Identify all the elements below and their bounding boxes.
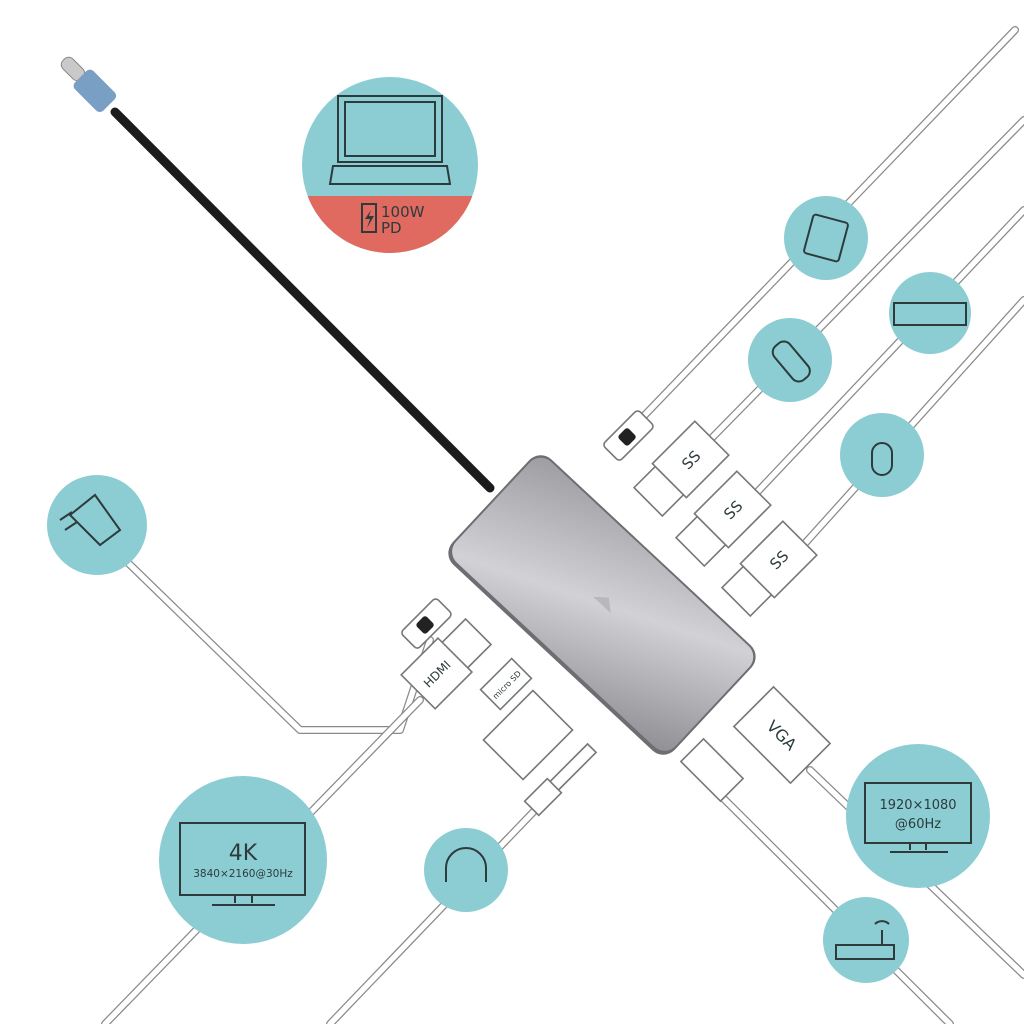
usb-stick-circle [748, 318, 832, 402]
monitor-icon [179, 822, 306, 896]
hub-body [448, 455, 756, 755]
power-delivery-label: PD [381, 219, 402, 237]
laptop-icon [328, 95, 452, 185]
tablet-icon [803, 213, 849, 263]
brand-logo [593, 596, 611, 614]
power-circle [47, 475, 147, 575]
monitor-icon [864, 782, 972, 844]
audio-cable [326, 801, 544, 1024]
headphones-circle [424, 828, 508, 912]
headphones-icon [445, 847, 487, 882]
usb-a-connector-1: SS [632, 420, 730, 518]
vga-connector: VGA [732, 685, 832, 785]
power-cable [116, 551, 434, 734]
monitor-4k-circle: 4K 3840×2160@30Hz [159, 776, 327, 944]
usb-cable-2 [741, 206, 1024, 509]
usb-stick-icon [771, 340, 811, 383]
keyboard-circle [889, 272, 971, 354]
monitor-vga-circle: 1920×1080 @60Hz [846, 744, 990, 888]
usb-c-connector [603, 410, 654, 461]
usb-c-host-cable [110, 107, 495, 493]
mouse-circle [840, 413, 924, 497]
monitor-4k-title: 4K [229, 841, 258, 866]
audio-jack [523, 742, 598, 817]
sd-card [482, 689, 574, 781]
hdmi-connector: HDMI [400, 617, 493, 710]
monitor-vga-refresh: @60Hz [895, 817, 941, 832]
mouse-icon [871, 442, 893, 476]
usb-c-power-connector [401, 598, 452, 649]
power-wattage: 100W [381, 203, 425, 221]
ethernet-connector [679, 737, 745, 803]
keyboard-icon [893, 302, 967, 326]
usb-a-connector-2: SS [674, 470, 772, 568]
monitor-4k-resolution: 3840×2160@30Hz [193, 868, 293, 880]
tablet-circle [784, 196, 868, 280]
usb-cable-1 [696, 116, 1024, 454]
ethernet-cable [711, 786, 954, 1024]
laptop-circle: 100W PD [302, 77, 478, 253]
usb-c-plug [60, 56, 117, 113]
router-icon [835, 944, 895, 960]
power-plug-icon [59, 493, 122, 547]
usb-a-connector-3: SS [720, 520, 818, 618]
monitor-vga-resolution: 1920×1080 [879, 798, 956, 813]
router-circle [823, 897, 909, 983]
battery-icon [361, 203, 377, 233]
